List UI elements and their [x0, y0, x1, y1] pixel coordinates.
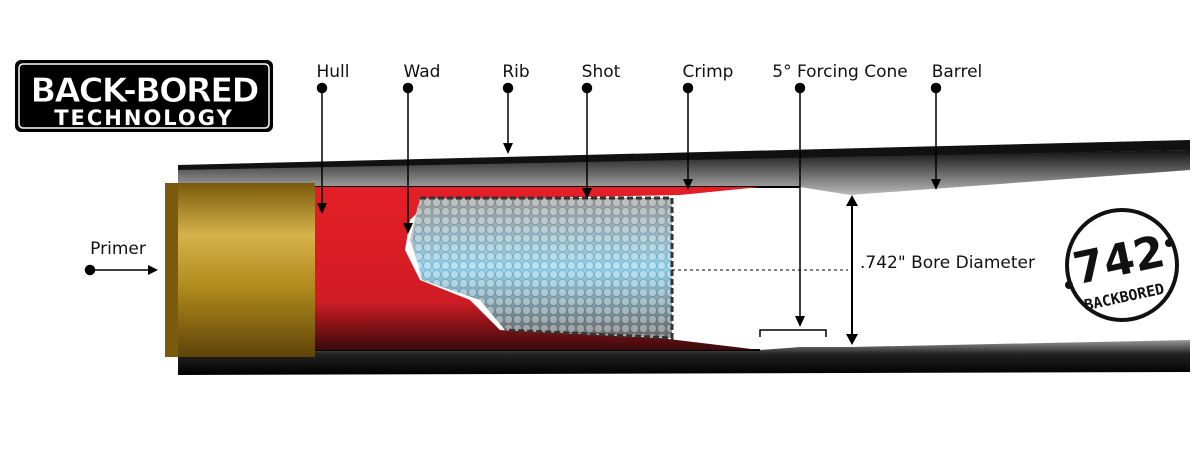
primer-callout [84, 264, 158, 276]
hull [315, 187, 760, 350]
rib-label: Rib [502, 62, 529, 82]
hull-label: Hull [316, 62, 349, 82]
barrel-callout [930, 82, 942, 190]
hull-callout [316, 82, 328, 214]
barrel-label: Barrel [932, 62, 983, 82]
bore-diameter-arrow [846, 195, 858, 345]
back-bored-technology-logo: BACK-BORED TECHNOLOGY [15, 60, 273, 132]
shot-column [412, 196, 674, 340]
rib-callout [502, 82, 514, 154]
forcing-cone-bracket [759, 329, 827, 337]
rib [178, 140, 1190, 172]
forcing-cone-callout [794, 82, 806, 327]
742-backbored-badge: 742 BACKBORED [1065, 208, 1179, 322]
shot-callout [581, 82, 593, 199]
wad-label: Wad [404, 62, 441, 82]
logo-line2: TECHNOLOGY [54, 106, 234, 130]
forcing-cone-label: 5° Forcing Cone [772, 62, 907, 82]
brass-head [165, 183, 315, 357]
crimp-label: Crimp [683, 62, 734, 82]
shot-label: Shot [582, 62, 621, 82]
primer-label: Primer [90, 239, 146, 259]
barrel-bottom [178, 340, 1190, 375]
bore-diameter-label: .742" Bore Diameter [860, 253, 1035, 273]
crimp-callout [682, 82, 694, 190]
wad-callout [402, 82, 414, 234]
logo-line1: BACK-BORED [30, 71, 258, 111]
